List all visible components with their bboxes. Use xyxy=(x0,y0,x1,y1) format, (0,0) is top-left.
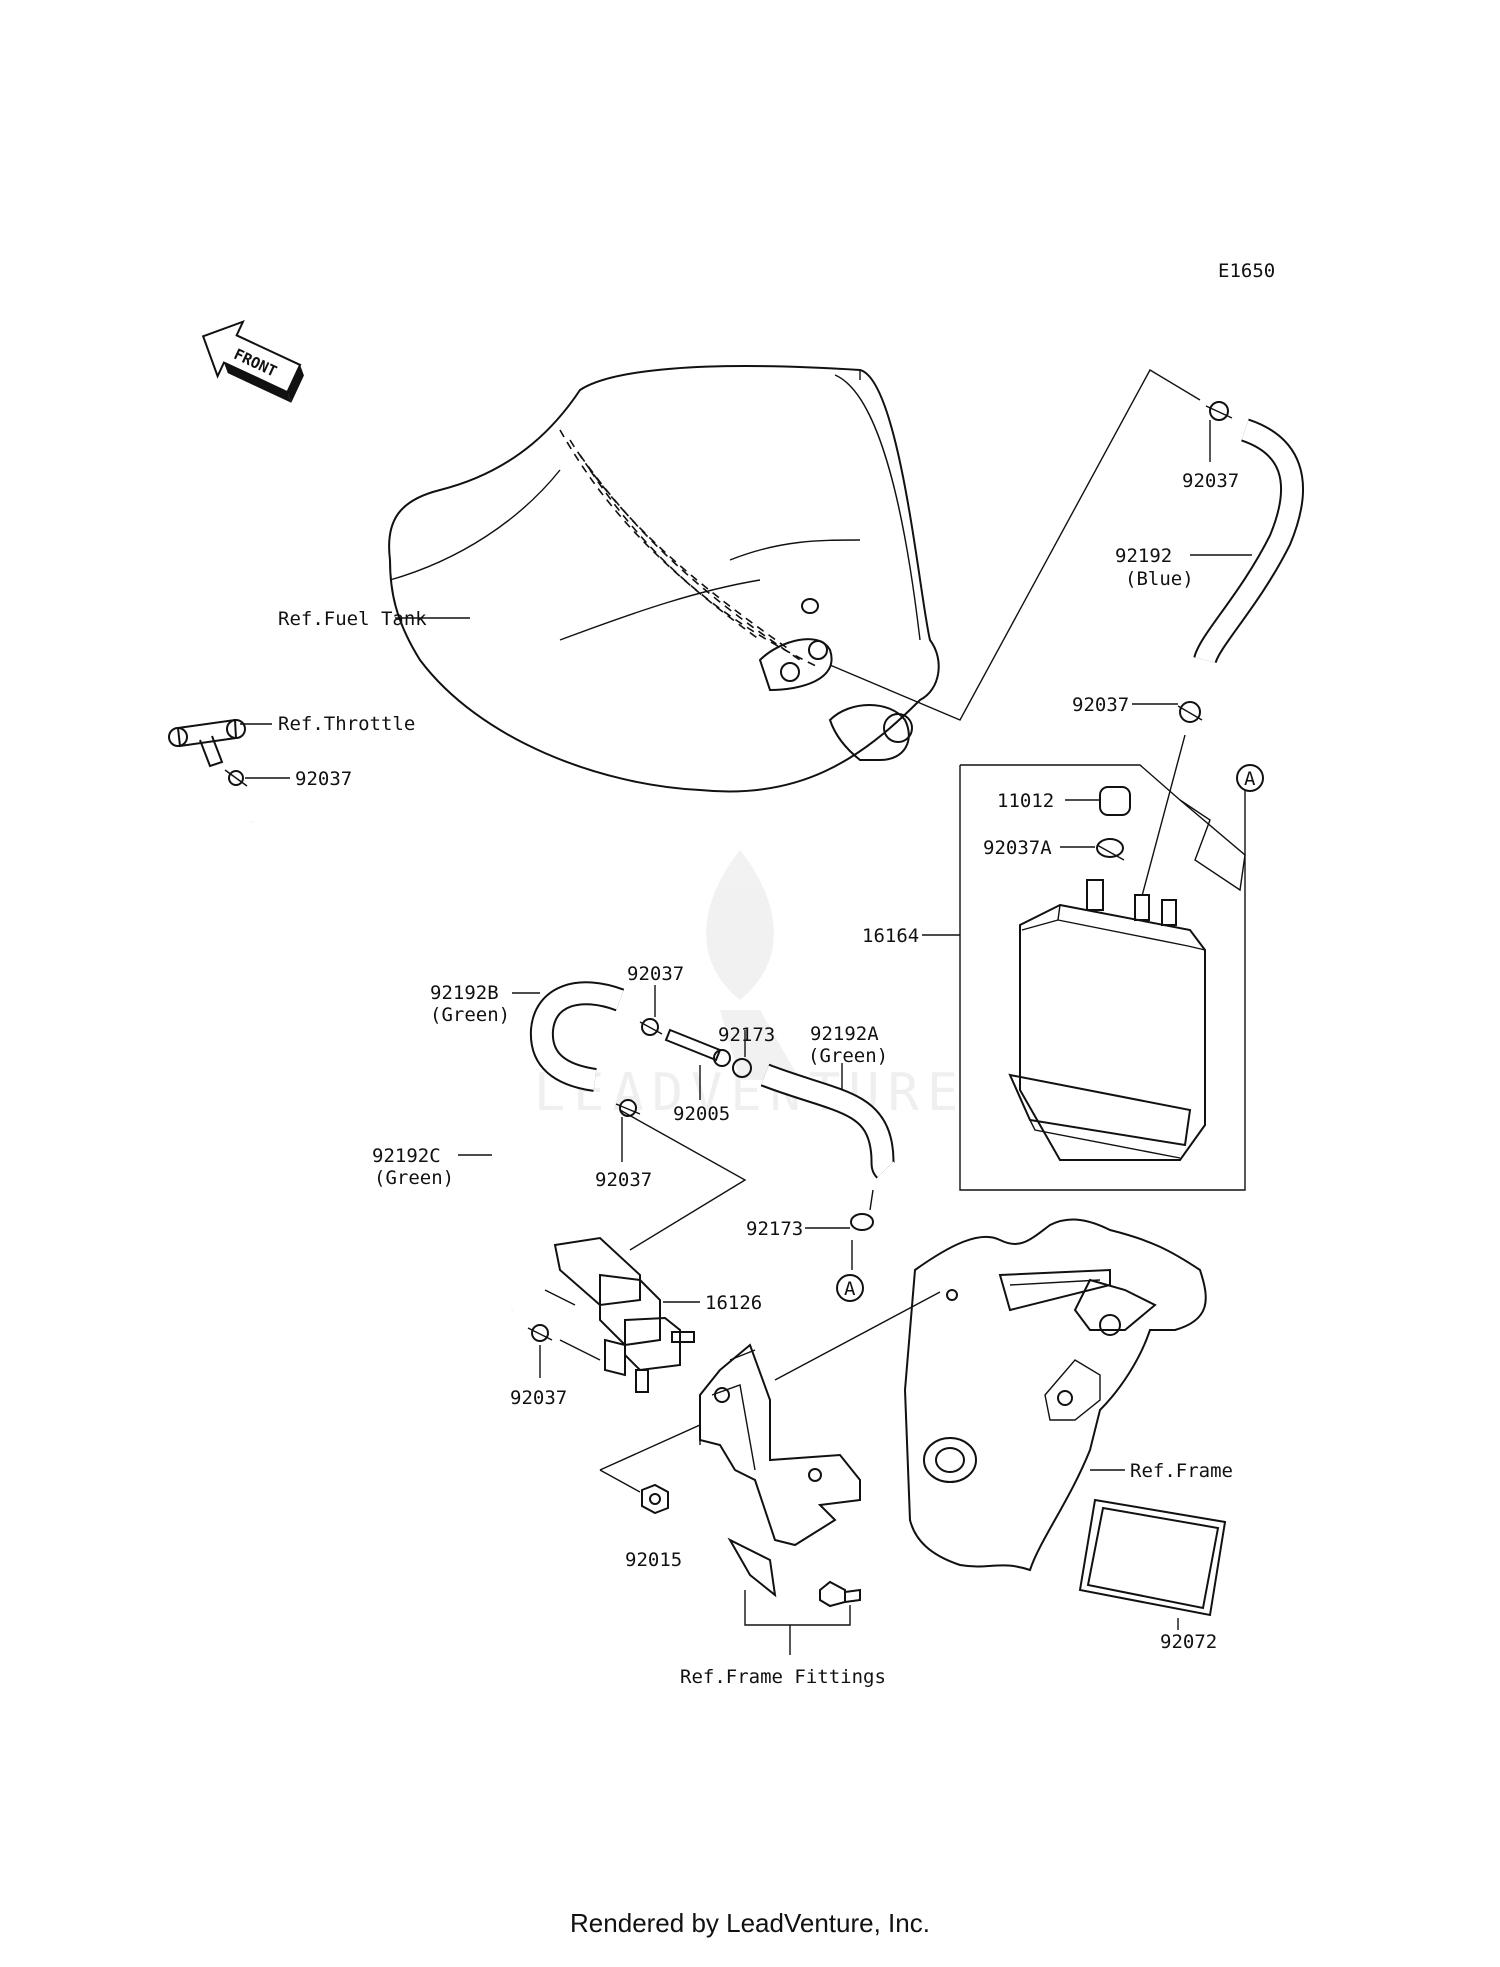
label-marker-a-bottom: A xyxy=(844,1278,856,1300)
label-clip-top: 92173 xyxy=(718,1024,775,1046)
label-clamp-a: 92037A xyxy=(983,837,1052,859)
diagram-code: E1650 xyxy=(1218,260,1275,282)
marker-a-top xyxy=(1236,764,1264,792)
label-hose-c-part: 92192C xyxy=(372,1145,441,1167)
label-hose-blue-color: (Blue) xyxy=(1125,568,1194,590)
clamp-icon xyxy=(639,1018,663,1036)
label-clamp-top-right: 92037 xyxy=(1182,470,1239,492)
label-ref-throttle: Ref.Throttle xyxy=(278,713,415,735)
label-hose-a-color: (Green) xyxy=(808,1045,888,1067)
label-hose-c-color: (Green) xyxy=(374,1167,454,1189)
throttle-t-fitting xyxy=(168,718,246,768)
label-valve: 16126 xyxy=(705,1292,762,1314)
evap-canister xyxy=(1008,734,1206,1161)
label-hose-b-part: 92192B xyxy=(430,982,499,1004)
label-canister: 16164 xyxy=(862,925,919,947)
hose-92192-blue xyxy=(1193,418,1305,664)
fuel-tank xyxy=(388,365,940,793)
clamp-icon xyxy=(1177,701,1203,723)
label-clamp-hose-b-bottom: 92037 xyxy=(595,1169,652,1191)
label-clamp-throttle: 92037 xyxy=(295,768,352,790)
clamp-icon xyxy=(1096,838,1125,861)
bolt-icon xyxy=(819,1580,861,1608)
clamp-icon xyxy=(224,769,248,787)
watermark-text: LEADVENTURE xyxy=(534,1063,966,1123)
label-clip-bottom: 92173 xyxy=(746,1218,803,1240)
solenoid-valve-16126 xyxy=(553,1236,695,1393)
cap-11012 xyxy=(1099,786,1131,816)
hose-92192c xyxy=(242,817,524,1319)
front-arrow-icon: FRONT xyxy=(201,319,304,403)
label-clamp-valve: 92037 xyxy=(510,1387,567,1409)
clip-icon xyxy=(732,1058,752,1078)
hose-92192b xyxy=(529,981,625,1092)
clamp-icon xyxy=(615,1099,641,1117)
label-clamp-hose-b-top: 92037 xyxy=(627,963,684,985)
label-cap: 11012 xyxy=(997,790,1054,812)
label-ref-fuel-tank: Ref.Fuel Tank xyxy=(278,608,427,630)
label-marker-a-top: A xyxy=(1244,768,1256,790)
clamp-icon xyxy=(527,1324,553,1342)
footer-credit: Rendered by LeadVenture, Inc. xyxy=(570,1908,930,1938)
label-ref-frame-fittings: Ref.Frame Fittings xyxy=(680,1666,886,1688)
label-hose-a-part: 92192A xyxy=(810,1023,879,1045)
hose-92192a xyxy=(760,1063,895,1179)
watermark-logo: LEADVENTURE xyxy=(534,850,966,1123)
mounting-bracket xyxy=(699,1343,861,1598)
gasket-92072 xyxy=(1078,1498,1227,1617)
label-gasket: 92072 xyxy=(1160,1631,1217,1653)
label-hose-blue-part: 92192 xyxy=(1115,545,1172,567)
frame xyxy=(903,1218,1207,1572)
label-fitting: 92005 xyxy=(673,1103,730,1125)
label-ref-frame: Ref.Frame xyxy=(1130,1460,1233,1482)
clip-icon xyxy=(850,1213,874,1231)
label-nut: 92015 xyxy=(625,1549,682,1571)
fitting-92005 xyxy=(664,1028,731,1067)
label-hose-b-color: (Green) xyxy=(430,1004,510,1026)
clamp-icon xyxy=(1205,401,1233,421)
label-clamp-mid-right: 92037 xyxy=(1072,694,1129,716)
marker-a-bottom xyxy=(836,1274,864,1302)
nut-icon xyxy=(641,1483,669,1515)
